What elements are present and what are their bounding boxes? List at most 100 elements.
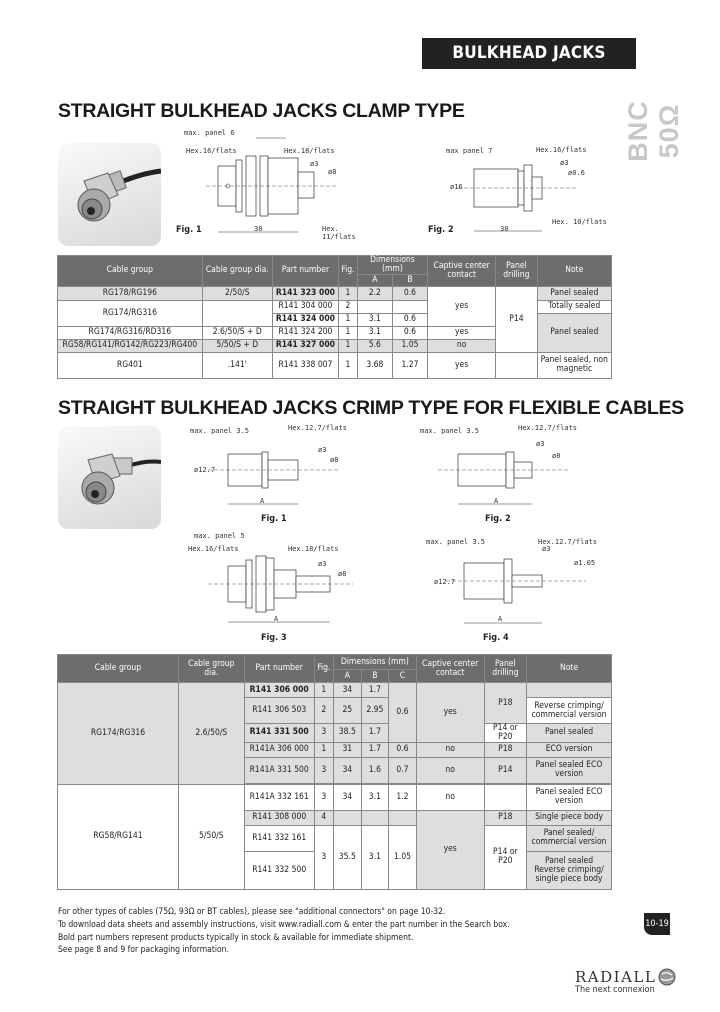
- section2-fig2-drawing: max. panel 3.5 Hex.12.7/flats ø3 ø8 A: [418, 424, 588, 514]
- s1f1-dim-d3: ø3: [310, 160, 319, 168]
- table-row: R141 332 500 Panel sealed Reverse crimpi…: [58, 850, 612, 890]
- section2-fig1-drawing: max. panel 3.5 Hex.12.7/flats ø12.7 ø3 ø…: [188, 424, 358, 514]
- s1-fig2-label: Fig. 2: [428, 225, 454, 235]
- s2f3-dim-hex18: Hex.18/flats: [288, 545, 339, 553]
- s2f1-dim-d3: ø3: [318, 446, 327, 454]
- section1-fig1-drawing: max. panel 6 Hex.16/flats Hex.18/flats ø…: [176, 128, 356, 241]
- crimp-type-table: Cable group Cable group dia. Part number…: [57, 654, 612, 890]
- s1f2-dim-panel: max panel 7: [446, 147, 493, 155]
- t1-h-fig: Fig.: [338, 255, 358, 287]
- t1-h-dims: Dimensions (mm): [356, 255, 429, 275]
- s2f3-dim-d8: ø8: [338, 570, 347, 578]
- t1-h-a: A: [356, 273, 393, 287]
- footer-line: See page 8 and 9 for packaging informati…: [58, 945, 229, 956]
- s2-fig2-label: Fig. 2: [485, 514, 511, 524]
- s1f1-dim-hex11: Hex. 11/flats: [322, 225, 356, 241]
- t2-h-part: Part number: [243, 654, 315, 683]
- header-title: BULKHEAD JACKS: [422, 38, 636, 69]
- s2f4-dim-d127: ø12.7: [434, 578, 456, 586]
- t2-h-b: B: [360, 669, 390, 683]
- section1-title: STRAIGHT BULKHEAD JACKS CLAMP TYPE: [58, 100, 465, 122]
- section2-fig3-drawing: max. panel 5 Hex.16/flats Hex.18/flats ø…: [188, 530, 363, 630]
- t1-h-note: Note: [536, 255, 613, 287]
- table-row: RG58/RG141/RG142/RG223/RG400 5/50/S + D …: [57, 338, 612, 353]
- footer-notes: For other types of cables (75Ω, 93Ω or B…: [58, 906, 510, 957]
- s1f2-dim-d16: ø16: [450, 183, 463, 191]
- s2f4-dim-panel: max. panel 3.5: [426, 538, 486, 546]
- footer-line: For other types of cables (75Ω, 93Ω or B…: [58, 907, 446, 917]
- s2f2-dim-d3: ø3: [536, 440, 545, 448]
- table-row: R141 308 000 4 yes P18 Single piece body: [58, 809, 612, 890]
- s2-fig4-label: Fig. 4: [483, 633, 509, 643]
- s2f1-dim-d127: ø12.7: [194, 466, 216, 474]
- s1f1-dim-panel: max. panel 6: [184, 129, 235, 137]
- t1-h-part: Part number: [271, 255, 340, 287]
- s2f1-dim-hex: Hex.12.7/flats: [288, 424, 348, 432]
- s2f4-dim-d3: ø3: [542, 545, 551, 553]
- s2f4-dim-d105: ø1.05: [574, 559, 596, 567]
- brand-tagline: The next connexion: [575, 985, 655, 995]
- s2f3-dim-hex16: Hex.16/flats: [188, 545, 239, 553]
- table-row: R141A 331 500 3 34 1.6 0.7 no P14 Panel …: [58, 756, 612, 784]
- t2-h-note: Note: [526, 654, 612, 683]
- s2f2-dim-panel: max. panel 3.5: [420, 427, 480, 435]
- footer-line: Bold part numbers represent products typ…: [58, 932, 414, 943]
- s2f2-dim-hex: Hex.12.7/flats: [518, 424, 578, 432]
- radiall-logo: RADIALL The next connexion: [575, 968, 676, 995]
- t2-h-captive: Captive center contact: [415, 654, 485, 683]
- table-row: R141 324 000 1 3.1 0.6 Panel sealed: [58, 312, 613, 353]
- s1f2-dim-hex10: Hex. 10/flats: [552, 218, 607, 226]
- t2-h-c: C: [388, 669, 417, 683]
- t2-h-cable: Cable group: [57, 654, 179, 683]
- s2f2-dim-a: A: [494, 497, 499, 505]
- section1-fig2-drawing: max panel 7 Hex.16/flats ø3 ø0.6 ø16 30 …: [428, 143, 608, 238]
- crimp-jack-photo: [58, 426, 161, 529]
- t2-h-fig: Fig.: [313, 654, 335, 683]
- s1f2-dim-30: 30: [500, 225, 509, 233]
- clamp-type-table: Cable group Cable group dia. Part number…: [57, 255, 613, 379]
- s2f3-dim-a: A: [274, 615, 279, 623]
- brand-name: RADIALL: [575, 968, 657, 986]
- t1-h-b: B: [391, 273, 429, 287]
- s1f1-dim-d8: ø8: [328, 168, 337, 176]
- s2f3-dim-panel: max. panel 5: [194, 532, 245, 540]
- t2-h-drilling: Panel drilling: [483, 654, 528, 683]
- s2f2-dim-d8: ø8: [552, 452, 561, 460]
- s1-fig1-label: Fig. 1: [176, 225, 202, 235]
- s2f1-dim-d8: ø8: [330, 456, 339, 464]
- table-row: R141 332 161 3 35.5 3.1 1.05 P14 or P20 …: [58, 824, 612, 890]
- clamp-jack-photo: [58, 143, 161, 246]
- globe-icon: [658, 968, 676, 986]
- table-row: RG178/RG196 2/50/S R141 323 000 1 2.2 0.…: [57, 285, 613, 353]
- table-row: R141 331 500 3 38.5 1.7 P14 or P20 Panel…: [58, 723, 612, 743]
- s2-fig3-label: Fig. 3: [261, 633, 287, 643]
- side-label: BNC 50Ω: [623, 100, 684, 162]
- table-row: RG58/RG141 5/50/S R141A 332 161 3 34 3.1…: [57, 783, 612, 890]
- footer-line: To download data sheets and assembly ins…: [58, 919, 510, 930]
- s1f2-dim-hex16: Hex.16/flats: [536, 146, 587, 154]
- page-number: 10-19: [644, 913, 670, 935]
- s1f1-dim-30: 30: [254, 225, 263, 233]
- s2f1-dim-panel: max. panel 3.5: [190, 427, 250, 435]
- t2-h-dia: Cable group dia.: [177, 654, 245, 683]
- t1-h-captive: Captive center contact: [427, 255, 497, 287]
- s1f1-dim-hex18: Hex.18/flats: [284, 147, 335, 155]
- t1-h-cable: Cable group: [57, 255, 203, 287]
- t1-h-dia: Cable group dia.: [201, 255, 273, 287]
- s2f4-dim-a: A: [498, 615, 503, 623]
- t1-h-drilling: Panel drilling: [495, 255, 538, 287]
- t2-h-a: A: [333, 669, 362, 683]
- table-row: R141 306 503 2 25 2.95 Reverse crimping/…: [58, 697, 612, 724]
- section2-title: STRAIGHT BULKHEAD JACKS CRIMP TYPE FOR F…: [58, 397, 684, 419]
- table-row: RG401 .141' R141 338 007 1 3.68 1.27 yes…: [57, 351, 613, 379]
- t2-h-dims: Dimensions (mm): [333, 654, 417, 670]
- s2f4-dim-hex: Hex.12.7/flats: [538, 538, 598, 546]
- table-row: RG174/RG316 2.6/50/S R141 306 000 1 34 1…: [57, 682, 612, 785]
- s1f1-dim-hex16: Hex.16/flats: [186, 147, 237, 155]
- s2-fig1-label: Fig. 1: [261, 514, 287, 524]
- s2f3-dim-d3: ø3: [318, 560, 327, 568]
- s1f2-dim-d06: ø0.6: [568, 169, 585, 177]
- section2-fig4-drawing: max. panel 3.5 Hex.12.7/flats ø3 ø1.05 ø…: [426, 535, 606, 630]
- s1f2-dim-d3: ø3: [560, 159, 569, 167]
- s2f1-dim-a: A: [260, 497, 265, 505]
